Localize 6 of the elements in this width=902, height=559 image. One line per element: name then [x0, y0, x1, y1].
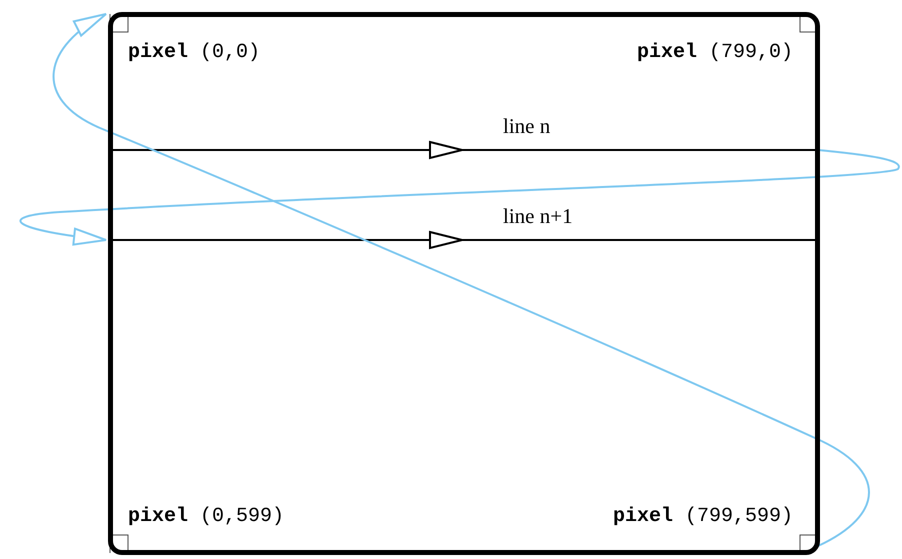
corner-label: pixel (0,0) [128, 41, 260, 64]
corner-label: pixel (799,0) [636, 41, 793, 64]
scan-line-label: line n [503, 114, 550, 139]
corner-label: pixel (0,599) [128, 505, 284, 528]
corner-label: pixel (799,599) [612, 505, 793, 528]
scan-line-label: line n+1 [503, 204, 573, 229]
